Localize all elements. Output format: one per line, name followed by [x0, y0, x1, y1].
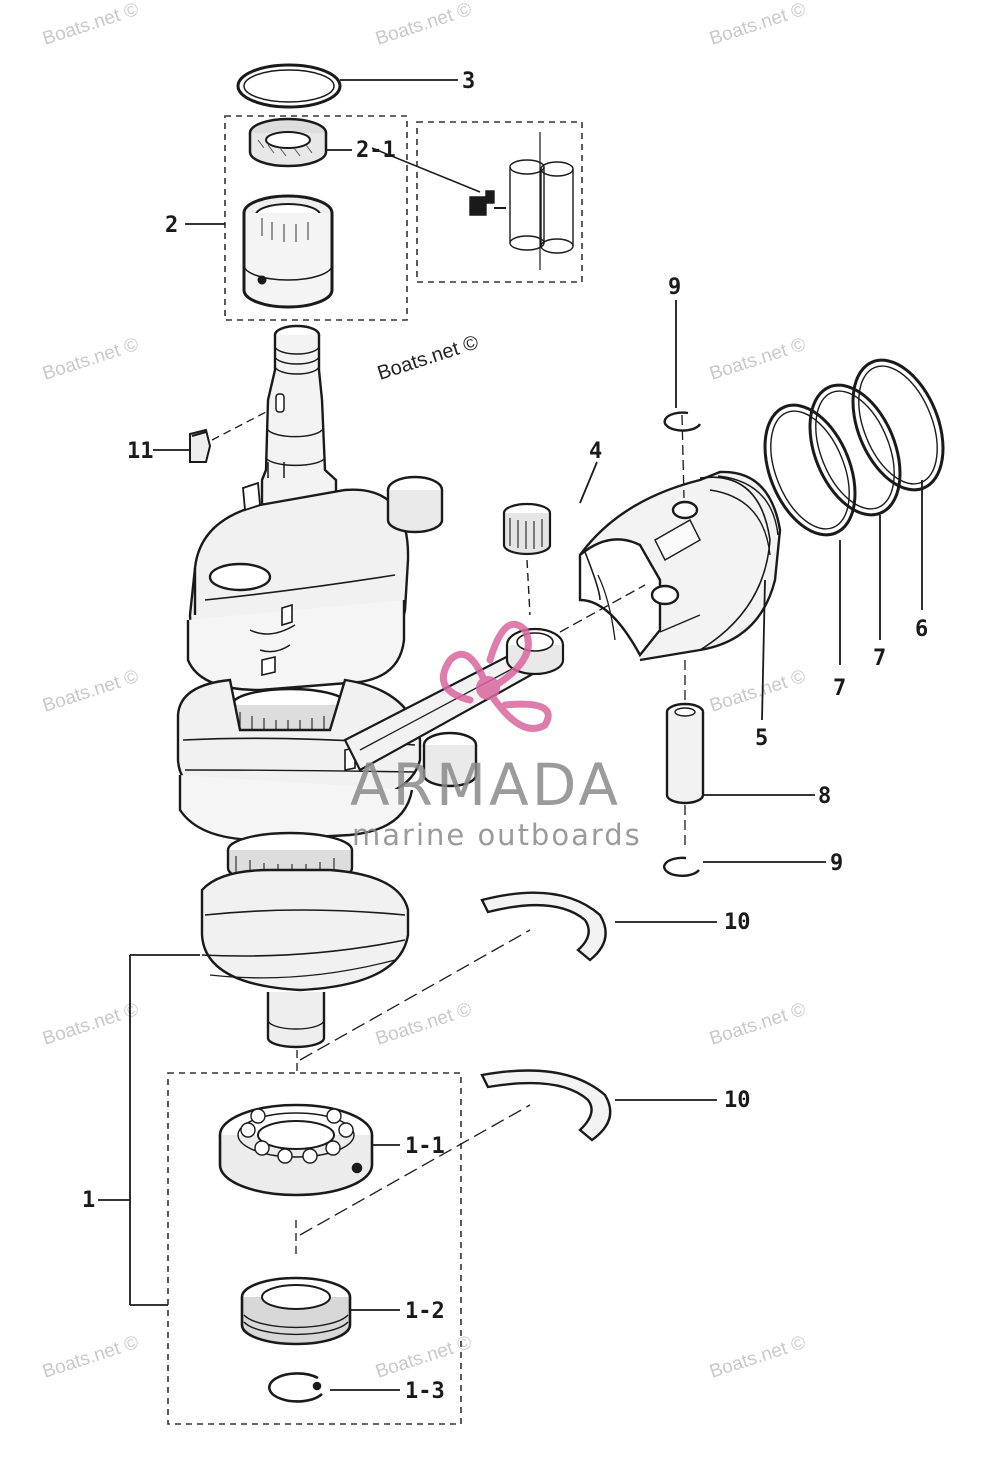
group-box-part-1	[167, 1072, 462, 1425]
bearing-part-2-1	[248, 117, 328, 168]
callout-1-1: 1-1	[405, 1134, 445, 1159]
propeller-logo-icon	[439, 620, 552, 732]
watermark: Boats.net ©	[707, 666, 808, 717]
watermark-center: Boats.net ©	[375, 331, 482, 384]
callout-1: 1	[82, 1188, 95, 1213]
watermark-layer: Boats.net © Boats.net © Boats.net © Boat…	[40, 0, 808, 1383]
callout-7-first: 7	[833, 676, 846, 701]
bearing-part-2	[242, 194, 334, 309]
piston-part-5	[559, 414, 782, 700]
watermark: Boats.net ©	[373, 999, 474, 1050]
watermark: Boats.net ©	[40, 0, 141, 50]
callout-6: 6	[915, 617, 928, 642]
oil-seal-part-1-2	[240, 1276, 352, 1346]
watermark: Boats.net ©	[40, 999, 141, 1050]
callout-4: 4	[589, 439, 602, 464]
group-box-detail-view	[416, 121, 583, 283]
brand-name: ARMADA	[350, 751, 621, 819]
callout-2-1: 2-1	[356, 138, 396, 163]
watermark: Boats.net ©	[40, 1332, 141, 1383]
needle-bearing-part-4	[502, 502, 552, 556]
detail-needle-view	[371, 132, 574, 270]
leader-lines	[98, 79, 923, 1391]
callout-9-bottom: 9	[830, 851, 843, 876]
callout-5: 5	[755, 726, 768, 751]
brand-tagline: marine outboards	[352, 818, 642, 852]
watermark: Boats.net ©	[707, 334, 808, 385]
piston-pin-part-8	[665, 702, 705, 850]
callout-9-top: 9	[668, 275, 681, 300]
callout-10-bottom: 10	[724, 1088, 751, 1113]
group-boxes	[167, 115, 583, 1425]
callout-10-top: 10	[724, 910, 751, 935]
watermark: Boats.net ©	[373, 1332, 474, 1383]
callout-labels: 3 2-1 2 11 4 9 5 7 7 6 8 9 10 10 1-1 1-2…	[82, 69, 928, 1404]
armada-logo: ARMADA marine outboards	[350, 620, 642, 852]
snap-ring-part-1-3	[268, 1372, 323, 1403]
crankshaft	[176, 324, 478, 1049]
callout-1-2: 1-2	[405, 1299, 445, 1324]
ball-bearing-part-1-1	[218, 1103, 374, 1255]
watermark: Boats.net ©	[40, 334, 141, 385]
callout-11: 11	[127, 439, 154, 464]
callout-2: 2	[165, 213, 178, 238]
piston-rings	[763, 358, 945, 537]
callout-7-second: 7	[873, 646, 886, 671]
circlip-part-9	[663, 411, 702, 877]
watermark: Boats.net ©	[707, 0, 808, 50]
watermark: Boats.net ©	[40, 666, 141, 717]
watermark: Boats.net ©	[707, 1332, 808, 1383]
watermark: Boats.net ©	[707, 999, 808, 1050]
callout-1-3: 1-3	[405, 1379, 445, 1404]
group-box-part-2	[224, 115, 408, 321]
thrust-washers-part-10	[296, 891, 612, 1236]
watermark: Boats.net ©	[373, 0, 474, 50]
callout-8: 8	[818, 784, 831, 809]
o-ring-part-3	[236, 63, 342, 109]
woodruff-key-part-11	[189, 409, 271, 463]
callout-3: 3	[462, 69, 475, 94]
